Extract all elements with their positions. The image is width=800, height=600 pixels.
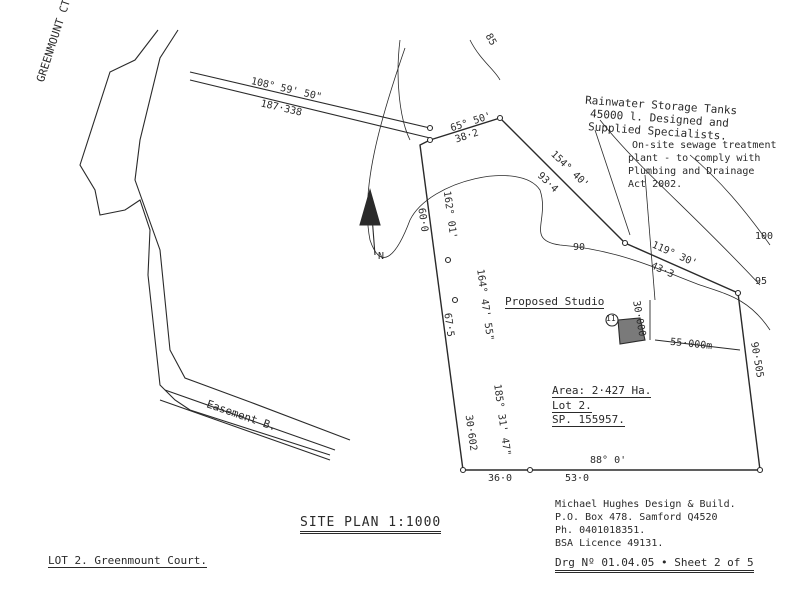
lot-sp: SP. 155957. [552, 413, 625, 427]
distance-label-6: 67·5 [441, 312, 456, 338]
lot-number: Lot 2. [552, 399, 592, 413]
studio-footprint [617, 317, 646, 345]
studio-setback-side [654, 339, 741, 351]
contour-label-100: 100 [755, 231, 774, 242]
lot-area: Area: 2·427 Ha. [552, 384, 652, 398]
contour-95 [599, 119, 761, 286]
designer-line-4: BSA Licence 49131. [555, 538, 664, 549]
easement-line-2 [159, 399, 331, 461]
tank-note-leader [594, 129, 631, 236]
distance-label-9: 36·0 [488, 473, 513, 484]
drawing-number: Drg Nº 01.04.05 • Sheet 2 of 5 [555, 557, 754, 573]
corner-peg [444, 256, 452, 264]
contour-label-90: 90 [573, 242, 586, 253]
sewage-note-leader [644, 174, 656, 301]
contour-label-95: 95 [755, 276, 768, 287]
contour-90 [367, 47, 771, 331]
contour-river [397, 39, 411, 141]
bearing-label-8: 88° 0' [590, 455, 627, 466]
corner-peg [426, 124, 434, 132]
sewage-note-line-3: Plumbing and Drainage [628, 166, 755, 177]
contour-85 [469, 39, 501, 81]
corner-peg [621, 239, 629, 247]
street-kerb-inner [134, 29, 351, 441]
lot-boundary [419, 117, 761, 471]
sewage-note-line-2: plant - to comply with [628, 153, 761, 164]
boundary-front-upper [189, 71, 431, 129]
sewage-note-line-1: On-site sewage treatment [632, 140, 777, 151]
corner-peg [756, 466, 764, 474]
distance-label-5: 60·0 [415, 207, 430, 233]
corner-peg [451, 296, 459, 304]
designer-line-3: Ph. 0401018351. [555, 525, 646, 536]
studio-label: Proposed Studio [505, 295, 605, 309]
boundary-front-lower [189, 79, 431, 139]
corner-peg [734, 289, 742, 297]
corner-peg [526, 466, 534, 474]
corner-peg [426, 136, 434, 144]
site-address: LOT 2. Greenmount Court. [48, 554, 207, 568]
easement-line-1 [164, 389, 336, 451]
studio-marker: 11 [606, 314, 616, 323]
north-arrow-label: N [378, 251, 385, 262]
studio-marker-circle [605, 313, 619, 327]
distance-label-8: 53·0 [565, 473, 590, 484]
contour-100 [689, 154, 771, 246]
corner-peg [496, 114, 504, 122]
drawing-title: SITE PLAN 1:1000 [300, 516, 442, 534]
designer-line-1: Michael Hughes Design & Build. [555, 499, 736, 510]
corner-peg [459, 466, 467, 474]
north-arrow-head [359, 187, 381, 226]
designer-line-2: P.O. Box 478. Samford Q4520 [555, 512, 718, 523]
sewage-note-line-4: Act 2002. [628, 179, 683, 190]
street-kerb-outer [79, 29, 331, 456]
